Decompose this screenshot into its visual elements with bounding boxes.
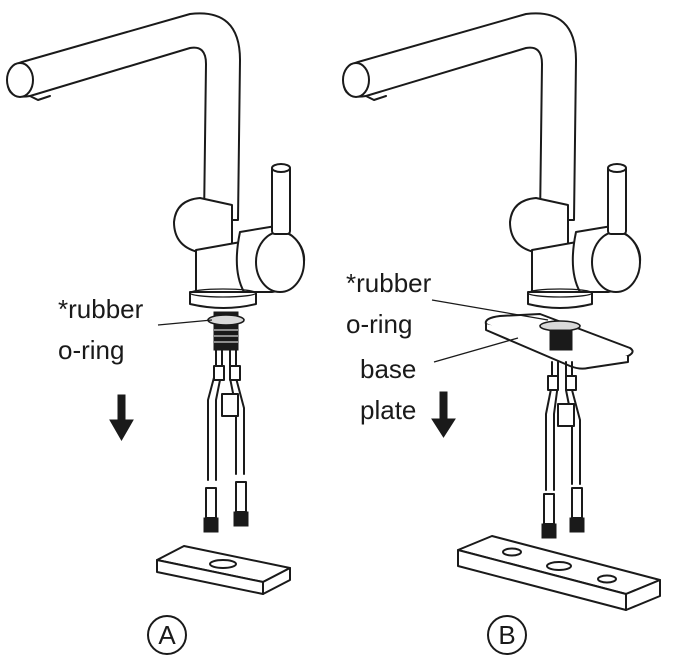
lever-b [607, 165, 627, 235]
spout-a [6, 12, 241, 221]
label-plate-b: plate [360, 395, 417, 425]
spout-tip-a [6, 62, 34, 98]
rubber-oring-a [207, 314, 245, 326]
down-arrow-a [117, 394, 126, 422]
label-base-b: base [360, 354, 417, 384]
caption-b: B [487, 615, 527, 655]
label-oring-a: o-ring [58, 335, 125, 365]
caption-a: A [147, 615, 187, 655]
hose-connector-a [221, 393, 239, 417]
threaded-shank-b [549, 329, 573, 351]
faucet-b [342, 12, 661, 611]
down-arrow-b [439, 391, 448, 421]
spout-tip-b [342, 62, 370, 98]
base-ring-a [189, 291, 257, 309]
spout-b [342, 12, 577, 221]
hose-nut-b2 [569, 517, 585, 533]
hose-connector-b [557, 403, 575, 427]
hose-nut-b1 [541, 523, 557, 539]
lever-a [271, 165, 291, 235]
hose-nut-a2 [233, 511, 249, 527]
faucet-a [6, 12, 306, 595]
base-ring-b [527, 291, 593, 309]
label-oring-b: o-ring [346, 309, 413, 339]
label-rubber-b: *rubber [346, 268, 432, 298]
label-rubber-a: *rubber [58, 294, 144, 324]
hose-nut-a1 [203, 517, 219, 533]
